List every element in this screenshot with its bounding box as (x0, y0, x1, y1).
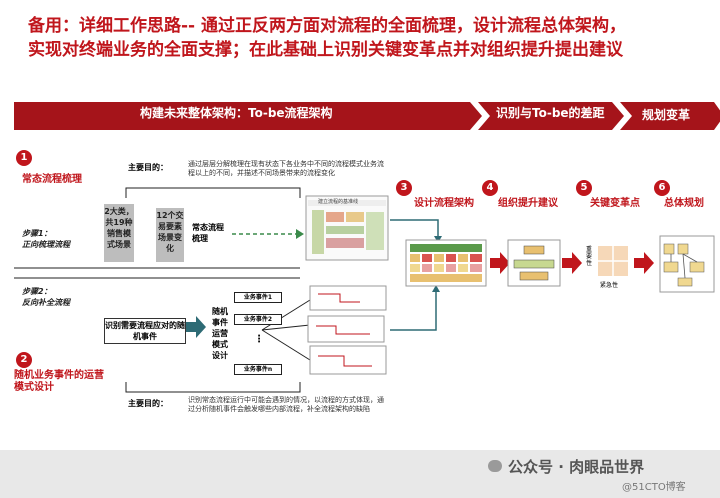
matrix-y-label: 重要性 (586, 246, 593, 267)
architecture-cells (410, 244, 482, 282)
step-2-desc: 反向补全流程 (22, 298, 70, 307)
business-event-n: 业务事件n (234, 364, 282, 375)
banner-label-2: 识别与To-be的差距 (496, 106, 605, 120)
phase-3-badge: 3 (396, 180, 412, 196)
phase-3-label: 设计流程架构 (414, 198, 474, 209)
arrow-5-to-6 (634, 252, 654, 274)
phase-6-label: 总体规划 (664, 198, 704, 209)
title-line-2: 实现对终端业务的全面支撑；在此基础上识别关键变革点并对组织提升提出建议 (28, 40, 623, 60)
banner-arrow-3 (620, 102, 720, 130)
upper-arrow-head (296, 229, 304, 239)
phase-5-badge: 5 (576, 180, 592, 196)
upper-purpose-label: 主要目的： (128, 163, 168, 172)
step-1-desc: 正向梳理流程 (22, 240, 70, 249)
page-title: 备用：详细工作思路-- 通过正反两方面对流程的全面梳理，设计流程总体架构， 实现… (28, 14, 708, 62)
phase-5-label: 关键变革点 (590, 198, 640, 209)
fan-line-3 (261, 329, 311, 361)
lower-brace (125, 382, 301, 393)
title-line-1: 备用：详细工作思路-- 通过正反两方面对流程的全面梳理，设计流程总体架构， (28, 16, 627, 36)
upper-purpose-text: 通过层层分解梳理在现有状态下各业务中不同的流程模式业务流程以上的不同，并描述不同… (188, 160, 384, 177)
event-thumb-1 (309, 285, 387, 311)
phase-4-badge: 4 (482, 180, 498, 196)
transaction-element-box: 12个交易要素场景变化 (156, 208, 184, 262)
step-2-text: 步骤2： 反向补全流程 (22, 286, 94, 308)
banner-label-3: 规划变革 (642, 108, 691, 122)
identify-events-box: 识别需要流程应对的随机事件 (104, 318, 186, 344)
banner-arrow-2 (478, 102, 624, 130)
business-event-2: 业务事件2 (234, 314, 282, 325)
upper-brace (125, 187, 301, 198)
event-ellipsis: ⋮ (254, 334, 264, 345)
watermark-blog: @51CTO博客 (622, 482, 686, 493)
upper-to-arch-arrow (390, 219, 439, 236)
phase-1-label: 常态流程梳理 (22, 174, 82, 185)
watermark-wechat: 公众号 · 肉眼品世界 (508, 458, 645, 476)
event-thumb-2 (307, 315, 385, 343)
step-1-text: 步骤1： 正向梳理流程 (22, 228, 90, 250)
fan-line-2 (261, 324, 311, 331)
fan-line-1 (261, 299, 311, 331)
wechat-icon (488, 460, 502, 472)
step-2-label: 步骤2： (22, 287, 52, 296)
banner-arrow-1 (14, 102, 482, 130)
upper-thumb-bar (308, 200, 386, 206)
lower-to-arch-arrow (390, 290, 437, 331)
event-model-box: 随机事件运营模式设计 (212, 307, 228, 360)
identify-arrow (186, 316, 206, 338)
phase-1-badge: 1 (16, 150, 32, 166)
phase-4-label: 组织提升建议 (498, 198, 558, 209)
phase-2-badge: 2 (16, 352, 32, 368)
phase-2-label: 随机业务事件的运营模式设计 (14, 370, 104, 393)
banner-label-1: 构建未来整体架构：To-be流程架构 (140, 106, 333, 120)
arrow-3-to-4 (490, 252, 510, 274)
step-1-label: 步骤1： (22, 229, 52, 238)
event-thumb-3 (309, 345, 387, 375)
upper-thumb-title: 建立流程的基准线 (318, 199, 359, 205)
normal-process-text: 常态流程梳理 (192, 223, 224, 243)
phase-6-badge: 6 (654, 180, 670, 196)
business-event-1: 业务事件1 (234, 292, 282, 303)
arrow-4-to-5 (562, 252, 582, 274)
lower-purpose-text: 识别常态流程运行中可能会遇到的情况，以流程的方式体现，通过分析随机事件会触发哪些… (188, 396, 384, 413)
lower-purpose-label: 主要目的： (128, 399, 168, 408)
matrix-x-label: 紧急性 (600, 282, 619, 289)
sales-mode-box: 2大类，共19种销售模式场景 (104, 204, 134, 262)
footer-band (0, 450, 720, 498)
